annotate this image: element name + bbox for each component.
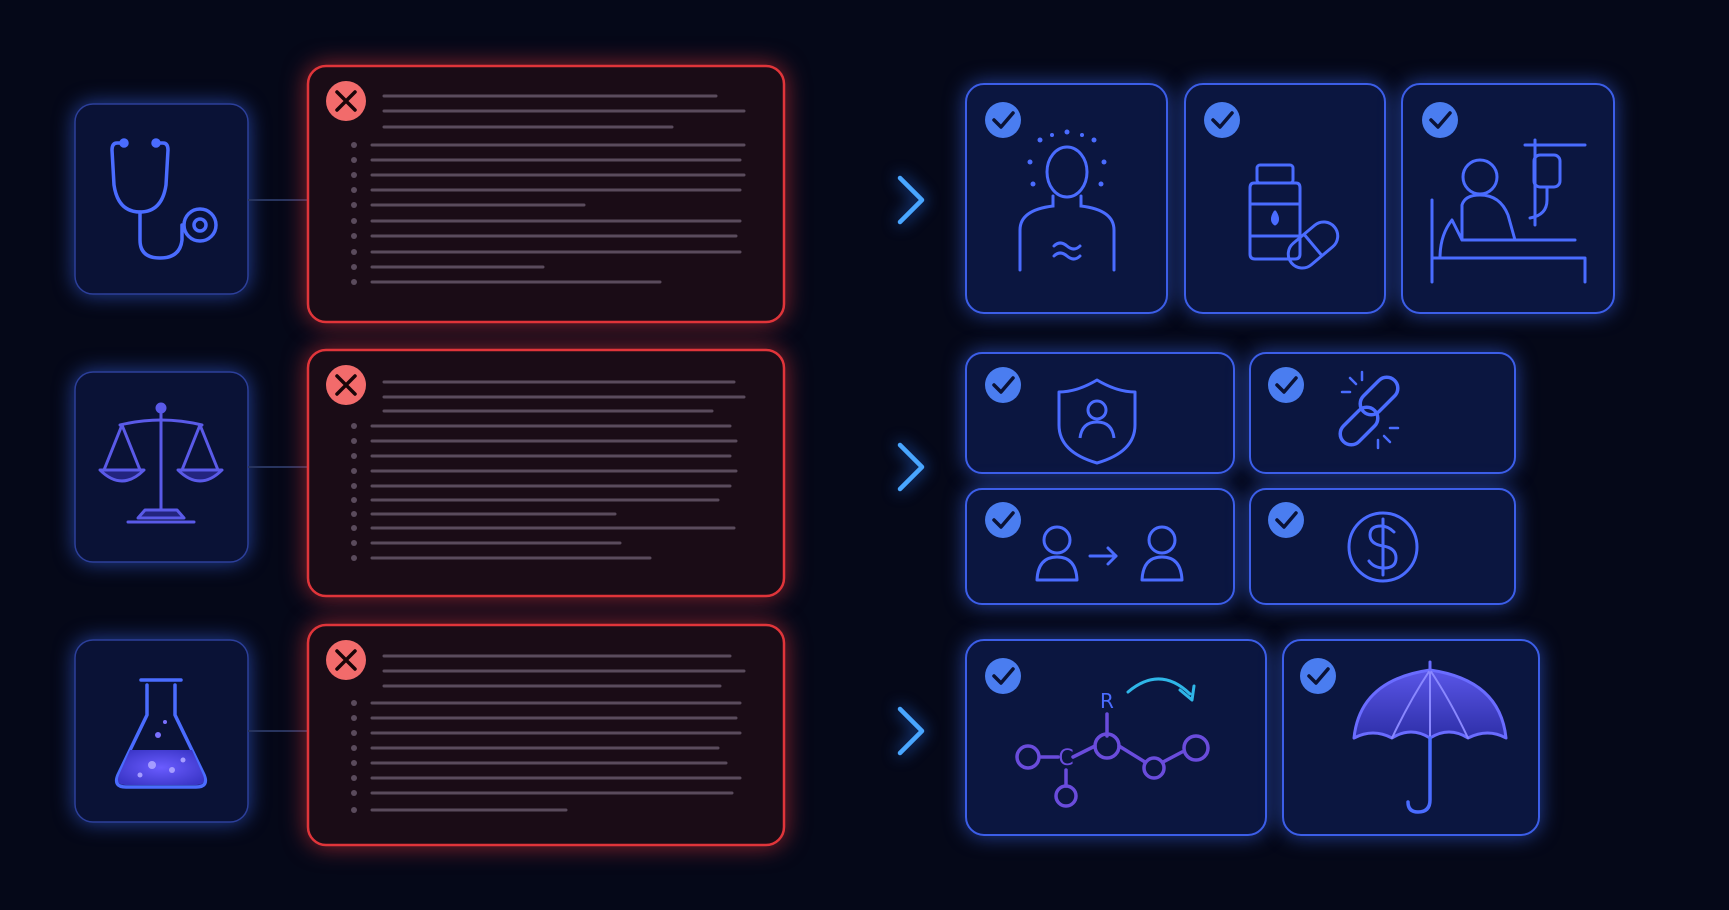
molecule-reaction-icon: R C [1015, 677, 1210, 808]
row-chemistry: R C [74, 623, 1540, 847]
arrow-right-icon [826, 175, 925, 225]
outcome-card-medication [1184, 83, 1386, 314]
check-circle-icon [1204, 102, 1240, 138]
molecule-carbon-glyph: C [1058, 746, 1073, 771]
check-circle-icon [1422, 102, 1458, 138]
bullet-dots [351, 423, 357, 561]
domain-box-chemistry [74, 639, 249, 823]
scales-of-justice-icon [98, 402, 224, 524]
umbrella-icon [1352, 660, 1508, 814]
check-circle-icon [1300, 658, 1336, 694]
check-circle-icon [985, 102, 1021, 138]
arrow-right-icon [826, 442, 925, 492]
x-circle-icon [326, 640, 366, 680]
bullet-dots [351, 142, 357, 285]
check-circle-icon [1268, 367, 1304, 403]
rejected-text-card-medical [306, 64, 786, 324]
outcome-card-shield-person [965, 352, 1235, 474]
x-circle-icon [326, 365, 366, 405]
x-circle-icon [326, 81, 366, 121]
outcome-card-person-transfer [965, 488, 1235, 605]
outcome-card-dollar [1249, 488, 1516, 605]
hospital-patient-iv-icon [1430, 138, 1587, 284]
row-medical [74, 64, 1615, 324]
bullet-dots [351, 700, 357, 813]
check-circle-icon [1268, 502, 1304, 538]
text-lines [370, 654, 746, 812]
row-legal [74, 348, 1516, 605]
person-transfer-icon [1035, 525, 1184, 582]
broken-link-icon [1338, 370, 1400, 450]
arrow-right-icon [826, 706, 925, 756]
outcome-card-hospital-patient [1401, 83, 1615, 314]
molecule-r-label: R [1100, 689, 1114, 713]
chemistry-flask-icon [114, 678, 208, 789]
shield-person-icon [1057, 378, 1137, 465]
medication-bottle-pill-icon [1248, 163, 1340, 270]
outcome-card-person-symptoms [965, 83, 1168, 314]
outcome-card-broken-link [1249, 352, 1516, 474]
text-lines [370, 94, 746, 284]
dollar-coin-icon [1347, 511, 1419, 583]
check-circle-icon [985, 367, 1021, 403]
person-symptoms-icon [1018, 145, 1116, 272]
check-circle-icon [985, 658, 1021, 694]
text-lines [370, 380, 746, 560]
outcome-card-molecule-reaction: R C [965, 639, 1267, 836]
stethoscope-icon [110, 138, 218, 260]
outcome-card-umbrella [1282, 639, 1540, 836]
symptom-dots [1027, 129, 1107, 187]
check-circle-icon [985, 502, 1021, 538]
rejected-text-card-chemistry [306, 623, 786, 847]
